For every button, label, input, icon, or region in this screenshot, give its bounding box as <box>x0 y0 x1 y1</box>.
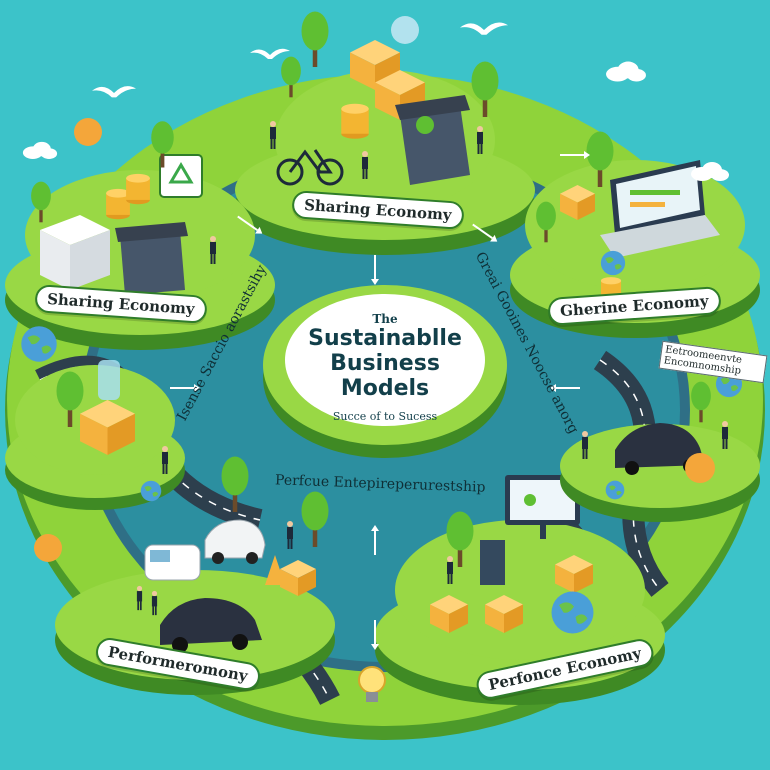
center-title-line1: Sustainablle <box>308 326 462 351</box>
globe-icon <box>21 326 57 362</box>
island-left-middle <box>5 326 185 510</box>
bin-icon <box>115 222 188 295</box>
glass-jar <box>98 360 120 400</box>
car-icon <box>204 519 266 564</box>
center-subtitle: Succe of to Sucess <box>332 410 438 423</box>
laptop-icon <box>600 160 720 258</box>
orange-ball <box>34 534 62 562</box>
island-right-lower <box>560 370 760 522</box>
center-title-line2: Business <box>330 351 440 376</box>
car-icon <box>160 598 262 653</box>
bin-icon <box>395 95 470 185</box>
coin-stack-icon <box>341 103 369 139</box>
globe-icon <box>140 480 162 502</box>
center-title-line3: Models <box>340 376 430 401</box>
coin-stack-icon <box>126 173 150 205</box>
server-rack <box>480 540 505 585</box>
water-bubble <box>391 16 419 44</box>
globe-icon <box>551 591 594 634</box>
globe-icon <box>600 250 626 276</box>
orange-ball <box>74 118 102 146</box>
bicycle-icon <box>276 149 344 186</box>
center-kicker: The <box>372 312 398 326</box>
box-building <box>40 215 110 290</box>
recycle-icon <box>159 154 203 198</box>
orange-ball <box>685 453 715 483</box>
globe-icon <box>605 480 625 500</box>
van-icon <box>144 544 201 581</box>
center-platform <box>263 285 507 458</box>
lightbulb-icon <box>358 666 386 702</box>
cone <box>265 555 285 585</box>
